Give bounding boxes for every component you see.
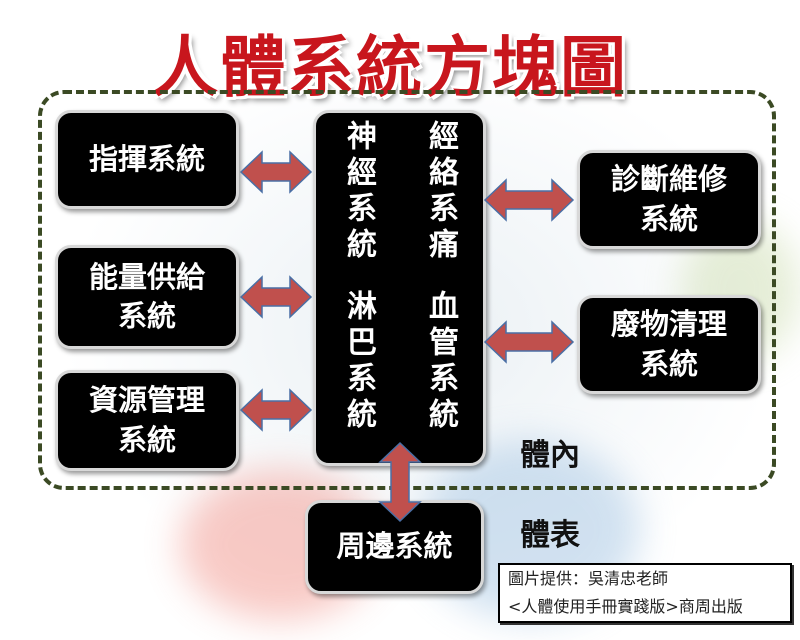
credit-line-2: <人體使用手冊實踐版>商周出版 bbox=[508, 597, 743, 616]
double-arrow-icon bbox=[483, 320, 575, 364]
resource-management-system-box: 資源管理 系統 bbox=[55, 370, 239, 471]
box-label: 能量供給 系統 bbox=[88, 259, 205, 333]
double-arrow-icon bbox=[239, 388, 313, 432]
image-credit: 圖片提供：吳清忠老師 <人體使用手冊實踐版>商周出版 bbox=[498, 563, 792, 623]
body-surface-label: 體表 bbox=[520, 518, 580, 553]
double-arrow-icon bbox=[483, 178, 575, 222]
box-label: 指揮系統 bbox=[88, 141, 205, 176]
nervous-system-label: 神經系統 bbox=[341, 120, 376, 264]
meridian-system-label: 經絡系痛 bbox=[423, 120, 458, 264]
core-systems-box bbox=[313, 110, 486, 466]
waste-removal-system-box: 廢物清理 系統 bbox=[577, 295, 761, 394]
box-label: 資源管理 系統 bbox=[88, 383, 205, 457]
energy-supply-system-box: 能量供給 系統 bbox=[55, 245, 239, 349]
inside-body-label: 體內 bbox=[520, 438, 580, 473]
box-label: 診斷維修 系統 bbox=[610, 162, 727, 236]
credit-line-1: 圖片提供：吳清忠老師 bbox=[508, 569, 669, 588]
double-arrow-icon bbox=[239, 275, 313, 319]
double-arrow-icon bbox=[239, 150, 313, 194]
lymphatic-system-label: 淋巴系統 bbox=[341, 290, 376, 434]
diagnosis-repair-system-box: 診斷維修 系統 bbox=[577, 150, 761, 249]
vertical-double-arrow-icon bbox=[378, 441, 422, 523]
command-system-box: 指揮系統 bbox=[55, 110, 239, 209]
box-label: 廢物清理 系統 bbox=[610, 307, 727, 381]
box-label: 周邊系統 bbox=[336, 529, 453, 564]
vascular-system-label: 血管系統 bbox=[423, 290, 458, 434]
